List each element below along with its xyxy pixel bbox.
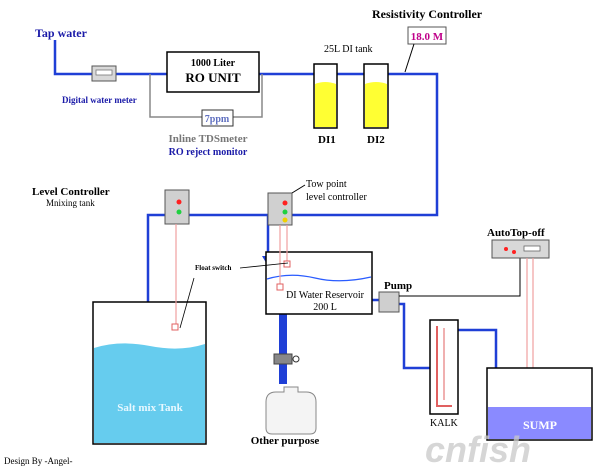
resistivity-display (407, 26, 447, 45)
tap-inlet-pipe (53, 40, 92, 76)
pump-to-kalk-pipe (398, 302, 440, 370)
watermark: cnfish (425, 429, 531, 469)
kalk-to-sump-pipe (458, 328, 498, 370)
resistivity-probe-line (404, 43, 415, 73)
reservoir-outlet-pipe (279, 314, 287, 384)
saltmix-float-switch (171, 323, 179, 331)
kalk-reactor (429, 319, 459, 415)
kalk-label: KALK (430, 418, 459, 429)
meter-label: Digital water meter (62, 95, 137, 105)
ro-reject-line (149, 74, 202, 118)
di1-canister (313, 63, 338, 129)
tp-led-green (282, 209, 288, 215)
reservoir-label-2: 200 L (313, 302, 337, 313)
tds-value: 7ppm (205, 114, 230, 125)
float-switch-pointer-2 (239, 262, 289, 269)
reservoir-float-low (276, 283, 284, 291)
pump-control-wire (399, 258, 521, 297)
digital-water-meter (91, 65, 117, 82)
outlet-valve (273, 353, 300, 365)
di-tank-label: 25L DI tank (324, 44, 373, 55)
salt-mix-tank (92, 301, 207, 445)
level-controller-box (164, 189, 190, 225)
design-by-label: Design By -Angel- (4, 456, 73, 466)
level-controller-sub: Mnixing tank (46, 198, 95, 208)
ro-reject-line-2 (233, 74, 263, 118)
di2-label: DI2 (367, 134, 385, 146)
tap-water-label: Tap water (35, 26, 88, 40)
ro-unit-box (166, 51, 260, 93)
level-led-green (176, 209, 182, 215)
resistivity-title: Resistivity Controller (372, 7, 483, 21)
tp-led-red (282, 200, 288, 206)
level-controller-title: Level Controller (32, 186, 110, 198)
level-led-red (176, 199, 182, 205)
tds-meter-box (201, 109, 234, 127)
ro-label-1: 1000 Liter (191, 58, 236, 69)
tp-led-yellow (282, 217, 288, 223)
sump-tank (486, 367, 593, 441)
di1-label: DI1 (318, 134, 336, 146)
reservoir-label-1: DI Water Reservoir (286, 290, 365, 301)
resistivity-value: 18.0 M (411, 31, 444, 43)
float-switch-pointer (179, 277, 195, 329)
di2-canister (363, 63, 389, 129)
pump-body (378, 291, 400, 313)
autotopoff-label: AutoTop-off (487, 227, 545, 239)
other-purpose-label: Other purpose (251, 435, 320, 447)
ro-label-2: RO UNIT (185, 70, 241, 85)
autotopoff-box (491, 239, 550, 259)
two-point-label-1: Tow point (306, 179, 347, 190)
di2-to-supply-pipe (200, 72, 439, 217)
two-point-level-controller (267, 192, 293, 226)
tp-pointer (291, 184, 306, 194)
saltmix-fill-pipe (146, 213, 200, 312)
other-purpose-container (265, 386, 317, 435)
two-point-label-2: level controller (306, 192, 367, 203)
tds-label-1: Inline TDSmeter (169, 133, 248, 145)
sump-label: SUMP (523, 418, 557, 432)
salt-tank-label: Salt mix Tank (117, 402, 183, 414)
pump-label: Pump (384, 280, 412, 292)
reservoir-float-high (283, 260, 291, 268)
float-switch-label: Float switch (195, 264, 231, 272)
tds-label-2: RO reject monitor (169, 147, 248, 158)
